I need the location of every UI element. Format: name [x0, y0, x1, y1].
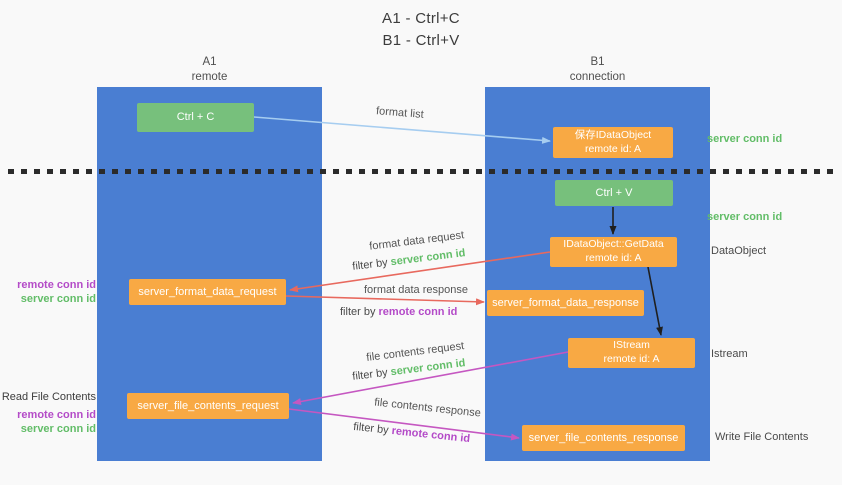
label-filter-server-conn-1: filter by server conn id — [352, 247, 466, 273]
lifeline-header-a1: A1 remote — [97, 55, 322, 85]
title-line-1: A1 - Ctrl+C — [382, 10, 460, 27]
session-separator-line — [8, 169, 836, 174]
diagram-title: A1 - Ctrl+C B1 - Ctrl+V — [0, 8, 842, 52]
node-save-idataobject-line2: remote id: A — [584, 142, 642, 155]
label-server-conn-id-inline: server conn id — [389, 247, 467, 269]
label-server-conn-id-inline: server conn id — [389, 357, 467, 379]
label-filter-by-text: filter by — [351, 366, 392, 383]
node-server-format-data-response: server_format_data_response — [487, 290, 644, 316]
node-server-format-data-request: server_format_data_request — [129, 279, 286, 305]
label-filter-remote-conn-1: filter by remote conn id — [340, 306, 457, 318]
lifeline-b1-name: B1 — [590, 56, 605, 68]
label-filter-remote-conn-2: filter by remote conn id — [353, 421, 471, 445]
annotation-read-file-contents: Read File Contents — [1, 391, 96, 403]
node-istream-line2: remote id: A — [603, 353, 660, 365]
label-format-data-response: format data response — [364, 284, 468, 296]
annotation-server-conn-id-1: server conn id — [707, 133, 783, 145]
annotation-remote-conn-id-left-1: remote conn id — [17, 279, 96, 291]
node-getdata-line2: remote id: A — [585, 252, 642, 264]
annotation-write-file-contents: Write File Contents — [715, 431, 809, 443]
node-save-idataobject-line1: 保存IDataObject — [574, 128, 652, 141]
lifeline-a1-name: A1 — [202, 56, 217, 68]
node-getdata: IDataObject::GetData remote id: A — [550, 237, 677, 267]
label-format-list: format list — [375, 105, 425, 121]
annotation-server-conn-id-left-2: server conn id — [20, 423, 96, 435]
node-istream-line1: IStream — [613, 339, 650, 352]
node-server-file-contents-response: server_file_contents_response — [522, 425, 685, 451]
lifeline-a1-subtitle: remote — [191, 70, 228, 83]
annotation-remote-conn-id-left-2: remote conn id — [17, 409, 96, 421]
annotation-server-conn-id-left-1: server conn id — [20, 293, 96, 305]
annotation-dataobject: DataObject — [711, 245, 767, 257]
title-line-2: B1 - Ctrl+V — [382, 31, 460, 49]
node-istream: IStream remote id: A — [568, 338, 695, 368]
lifeline-header-b1: B1 connection — [485, 55, 710, 85]
annotation-istream: Istream — [711, 348, 748, 360]
label-remote-conn-id-inline: remote conn id — [390, 424, 471, 446]
label-filter-by-text: filter by — [340, 306, 379, 318]
label-filter-by-text: filter by — [351, 256, 392, 273]
lifeline-b1-subtitle: connection — [569, 70, 626, 83]
node-server-file-contents-request: server_file_contents_request — [127, 393, 289, 419]
node-server-format-data-response-label: server_format_data_response — [492, 296, 639, 309]
node-server-file-contents-response-label: server_file_contents_response — [528, 431, 679, 444]
node-server-format-data-request-label: server_format_data_request — [138, 285, 277, 298]
label-file-contents-response: file contents response — [373, 396, 482, 420]
node-ctrl-v: Ctrl + V — [555, 180, 673, 206]
node-ctrl-c-label: Ctrl + C — [176, 111, 215, 124]
annotation-server-conn-id-2: server conn id — [707, 211, 783, 223]
node-getdata-line1: IDataObject::GetData — [563, 238, 664, 251]
node-ctrl-c: Ctrl + C — [137, 103, 254, 132]
node-ctrl-v-label: Ctrl + V — [595, 186, 633, 199]
node-server-file-contents-request-label: server_file_contents_request — [137, 399, 279, 412]
node-save-idataobject: 保存IDataObject remote id: A — [553, 127, 673, 158]
label-remote-conn-id-inline: remote conn id — [378, 306, 458, 318]
label-filter-by-text: filter by — [352, 420, 393, 437]
